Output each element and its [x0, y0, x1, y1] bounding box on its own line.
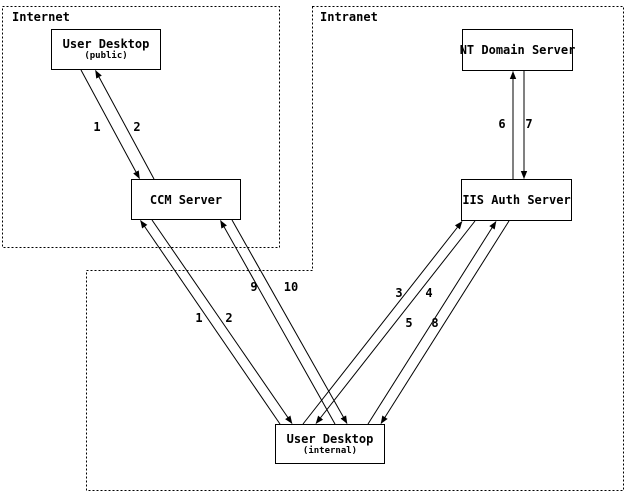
- node-nt-domain-server: NT Domain Server: [459, 29, 576, 71]
- flow-label-iis-nt-6: 6: [498, 117, 506, 131]
- flow-label-internal-iis-5: 5: [405, 316, 413, 330]
- arrow-ccm-to-public-desktop: [95, 70, 155, 180]
- arrow-iis-to-internal-desktop-1: [315, 220, 476, 424]
- flow-label-internal-iis-4: 4: [425, 286, 433, 300]
- flow-label-public-ccm-2: 2: [133, 120, 141, 134]
- flow-label-internal-iis-3: 3: [395, 286, 403, 300]
- internet-zone-border: [2, 6, 280, 248]
- node-iis-auth-server: IIS Auth Server: [461, 179, 572, 221]
- node-title: IIS Auth Server: [462, 193, 571, 207]
- arrow-internal-desktop-to-ccm: [140, 220, 281, 425]
- flow-label-internal-ccm-2: 2: [225, 311, 233, 325]
- node-subtitle: (internal): [302, 445, 358, 456]
- arrow-internal-desktop-to-iis-1: [302, 221, 463, 425]
- flow-label-internal-ccm-1: 1: [195, 311, 203, 325]
- arrow-ccm-to-internal-desktop: [151, 219, 293, 424]
- node-user-desktop-internal: User Desktop (internal): [275, 424, 385, 464]
- arrow-internal-desktop-to-iis-2: [367, 221, 497, 425]
- flow-label-public-ccm-1: 1: [93, 120, 101, 134]
- intranet-zone-border: [86, 6, 624, 491]
- arrow-internal-desktop-to-ccm-2: [220, 220, 336, 425]
- node-title: User Desktop: [62, 37, 150, 51]
- internet-zone-label: Internet: [12, 10, 70, 24]
- arrow-iis-to-internal-desktop-2: [380, 220, 510, 424]
- flow-label-internal-iis-8: 8: [431, 316, 439, 330]
- flow-label-internal-ccm-9: 9: [250, 280, 258, 294]
- node-ccm-server: CCM Server: [131, 179, 241, 220]
- node-user-desktop-public: User Desktop (public): [51, 29, 161, 70]
- arrow-public-desktop-to-ccm: [80, 69, 140, 179]
- flow-label-iis-nt-7: 7: [525, 117, 533, 131]
- node-title: CCM Server: [149, 192, 223, 207]
- flow-label-internal-ccm-10: 10: [283, 280, 299, 294]
- node-title: User Desktop: [286, 431, 374, 446]
- node-subtitle: (public): [84, 51, 128, 61]
- intranet-zone-label: Intranet: [320, 10, 378, 24]
- node-title: NT Domain Server: [459, 43, 576, 57]
- arrow-ccm-to-internal-desktop-2: [231, 219, 348, 424]
